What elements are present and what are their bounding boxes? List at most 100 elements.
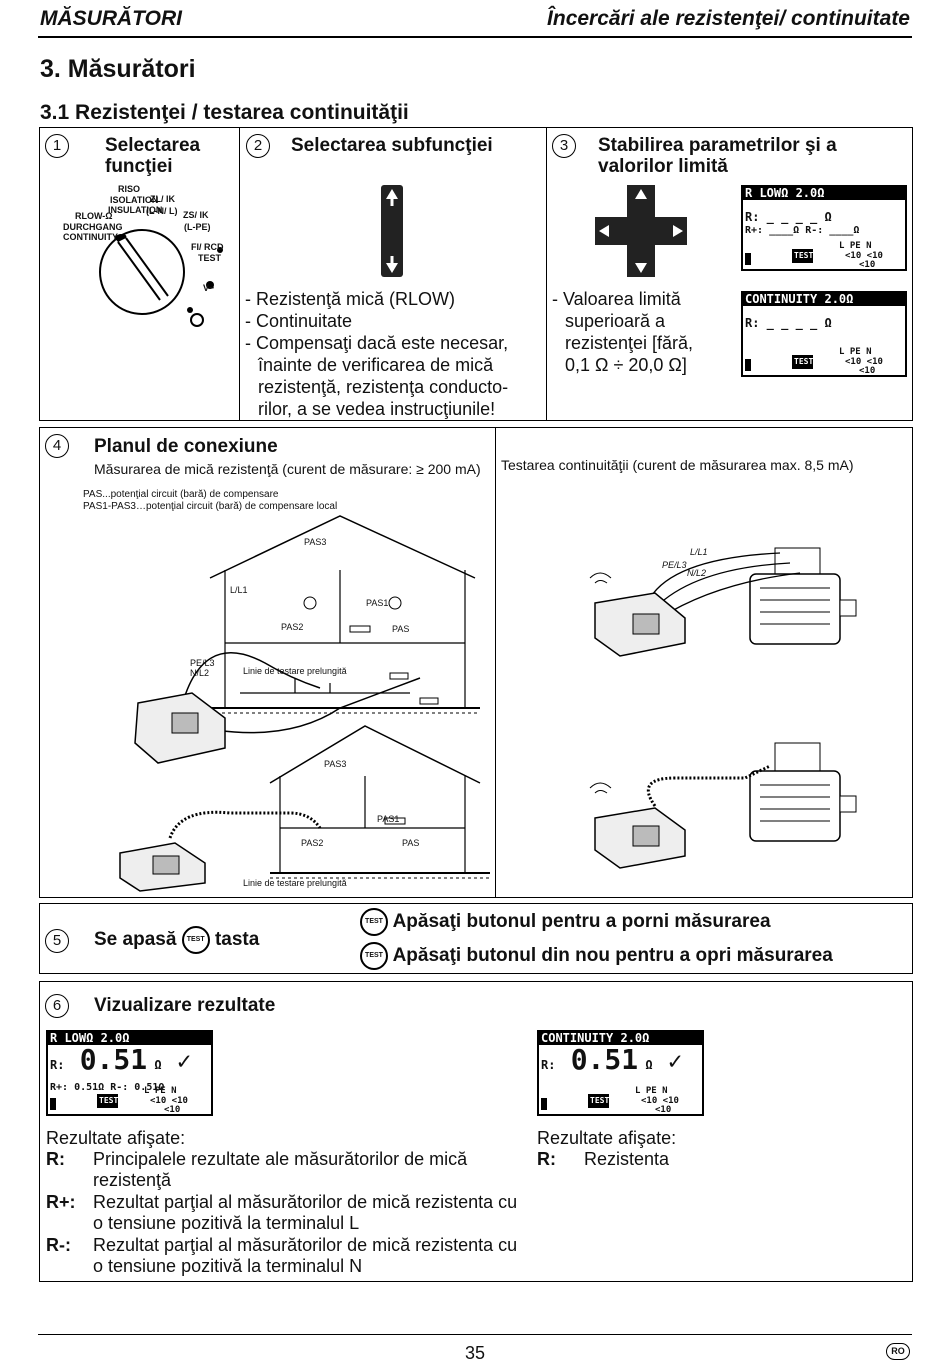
lcd-r-value: 0.51: [79, 1043, 148, 1076]
result-description: Rezultat parţial al măsurătorilor de mic…: [93, 1235, 518, 1276]
lcd-limits: <10 <10: [845, 357, 883, 367]
label-l1: L/L1: [690, 547, 708, 557]
header-rule: [38, 36, 912, 38]
lcd-rlow-settings: R LOWΩ 2.0Ω R: _ _ _ _ Ω R+: ____Ω R-: _…: [741, 185, 907, 271]
lcd-limits: <10: [859, 366, 876, 376]
lcd-rpm-line: R+: 0.51Ω R-: 0.51Ω: [50, 1082, 165, 1093]
battery-icon: [50, 1098, 56, 1110]
lcd-rpm-line: R+: ____Ω R-: ____Ω: [745, 225, 860, 236]
lcd-limits: <10 <10: [845, 251, 883, 261]
lcd-continuity-settings: CONTINUITY 2.0Ω R: _ _ _ _ Ω L PE N TEST…: [741, 291, 907, 377]
footer-rule: [38, 1334, 912, 1335]
steps-1-3-box: 1 Selectarea funcţiei RISO ISOLATION INS…: [39, 127, 913, 421]
up-down-key-icon: [381, 185, 403, 277]
press-text: Se apasă: [94, 929, 177, 951]
lcd-header: R LOWΩ 2.0Ω: [48, 1032, 211, 1045]
dial-label-lpe: (L-PE): [184, 222, 211, 232]
step-number: 6: [45, 994, 69, 1018]
lcd-test-label: TEST: [792, 355, 814, 369]
lcd-unit: Ω: [154, 1058, 162, 1072]
function-dial-illustration: [99, 229, 223, 327]
label-nl2: N/L2: [190, 668, 210, 678]
header-section-title: MĂSURĂTORI: [40, 7, 182, 30]
dial-label-insulation: INSULATION: [108, 205, 163, 215]
label-pas3: PAS3: [324, 759, 347, 769]
lcd-header: CONTINUITY 2.0Ω: [743, 293, 905, 306]
dial-label-rlow: RLOW-Ω: [75, 211, 113, 221]
step-number: 3: [552, 134, 576, 158]
step3-title-line: valorilor limită: [598, 156, 728, 177]
lcd-lpen: L PE N: [144, 1086, 177, 1096]
pas-local-note: PAS1-PAS3…potenţial circuit (bară) de co…: [83, 501, 338, 512]
result-item: R: Rezistenta: [537, 1149, 897, 1170]
dial-label-test: TEST: [198, 253, 222, 263]
step1-title-line: Selectarea: [105, 135, 201, 156]
results-intro: Rezultate afişate:: [46, 1128, 186, 1148]
lcd-continuity-result: CONTINUITY 2.0Ω R: 0.51 Ω ✓ L PE N TEST …: [537, 1030, 704, 1116]
lcd-r-line: R: _ _ _ _ Ω: [745, 316, 832, 330]
lcd-limits: <10 <10: [150, 1096, 188, 1106]
test-button-icon: TEST: [360, 908, 388, 936]
dial-label-continuity: CONTINUITY: [63, 232, 118, 242]
label-pas: PAS: [392, 624, 410, 634]
step1-title: Selectarea funcţiei: [105, 135, 200, 177]
lcd-test-label: TEST: [792, 249, 814, 263]
divider: [239, 128, 240, 420]
section-heading: 3.1 Rezistenţei / testarea continuităţii: [40, 101, 409, 124]
lcd-r-label: R:: [541, 1058, 556, 1072]
test-button-icon: TEST: [181, 926, 210, 954]
step6-box: 6 Vizualizare rezultate R LOWΩ 2.0Ω R: 0…: [39, 981, 913, 1282]
step4-box: 4 Planul de conexiune Măsurarea de mică …: [39, 427, 913, 898]
result-item: R+: Rezultat parţial al măsurătorilor de…: [46, 1192, 526, 1234]
label-pas1: PAS1: [377, 814, 400, 824]
lcd-lpen: L PE N: [839, 241, 872, 251]
result-item: R: Principalele rezultate ale măsurători…: [46, 1149, 526, 1191]
lcd-lpen: L PE N: [635, 1086, 668, 1096]
dial-label-v: V~: [203, 283, 215, 293]
lcd-header: R LOWΩ 2.0Ω: [743, 187, 905, 200]
result-key: R:: [46, 1149, 65, 1169]
test-button-icon: TEST: [360, 942, 388, 970]
lcd-limits: <10: [859, 260, 876, 270]
label-pas2: PAS2: [301, 838, 324, 848]
stop-text: Apăsaţi butonul din nou pentru a opri mă…: [392, 945, 833, 967]
step3-title: Stabilirea parametrilor şi a valorilor l…: [598, 135, 837, 177]
right-diagram-caption: Testarea continuităţii (curent de măsura…: [501, 457, 854, 473]
step2-line: - Continuitate: [245, 311, 353, 331]
result-key: R-:: [46, 1235, 71, 1255]
result-description: Principalele rezultate ale măsurătorilor…: [93, 1149, 468, 1190]
extended-lead-label: Linie de testare prelungită: [243, 878, 347, 888]
dial-label-zs: ZS/ IK: [183, 210, 209, 220]
step6-title: Vizualizare rezultate: [94, 995, 276, 1016]
chapter-heading: 3. Măsurători: [40, 55, 196, 83]
battery-icon: [745, 253, 751, 265]
label-pas: PAS: [402, 838, 420, 848]
battery-icon: [541, 1098, 547, 1110]
check-icon: ✓: [667, 1047, 683, 1075]
battery-icon: [745, 359, 751, 371]
step2-line: - Rezistenţă mică (RLOW): [245, 289, 456, 309]
lcd-r-value: 0.51: [570, 1043, 639, 1076]
dial-label-zl: ZL/ IK: [150, 194, 175, 204]
label-pel3: PE/L3: [662, 560, 687, 570]
start-text: Apăsaţi butonul pentru a porni măsurarea: [392, 911, 771, 933]
label-nl2: N/L2: [687, 568, 707, 578]
check-icon: ✓: [176, 1047, 192, 1075]
label-pas2: PAS2: [281, 622, 304, 632]
step3-line: - Valoarea limită: [552, 289, 681, 309]
lcd-rlow-result: R LOWΩ 2.0Ω R: 0.51 Ω ✓ R+: 0.51Ω R-: 0.…: [46, 1030, 213, 1116]
step3-title-line: Stabilirea parametrilor şi a: [598, 135, 837, 156]
left-diagram-caption: Măsurarea de mică rezistenţă (curent de …: [94, 461, 481, 477]
lcd-r-label: R:: [50, 1058, 65, 1072]
key-text: tasta: [214, 929, 260, 951]
stop-instruction: TEST Apăsaţi butonul din nou pentru a op…: [360, 942, 833, 970]
result-key: R:: [537, 1149, 556, 1169]
label-pel3: PE/L3: [190, 658, 215, 668]
step-number: 4: [45, 434, 69, 458]
label-pas3: PAS3: [304, 537, 327, 547]
step2-line: - Compensaţi dacă este necesar,: [245, 333, 509, 353]
step2-line: rezistenţă, rezistenţa conducto-: [258, 377, 509, 397]
dial-label-riso: RISO: [118, 184, 141, 194]
step3-description: - Valoarea limită superioară a rezistenţ…: [552, 288, 712, 376]
cursor-cross-key-icon: [595, 185, 687, 277]
